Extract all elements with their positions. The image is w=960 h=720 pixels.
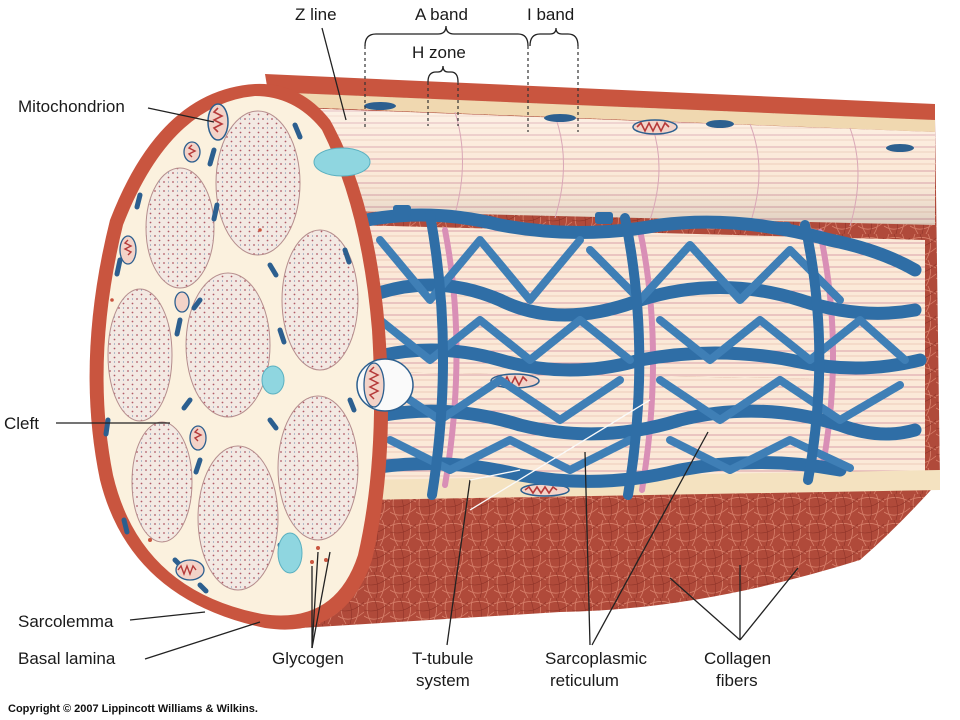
label-collagen-1: Collagen bbox=[704, 649, 771, 668]
label-a-band: A band bbox=[415, 5, 468, 24]
leader-lines bbox=[56, 107, 799, 660]
label-mitochondrion: Mitochondrion bbox=[18, 97, 125, 116]
nuclei bbox=[364, 102, 914, 152]
label-i-band: I band bbox=[527, 5, 574, 24]
label-t-tubule-1: T-tubule bbox=[412, 649, 473, 668]
label-t-tubule-2: system bbox=[416, 671, 470, 690]
labels: Z line A band I band H zone Mitochondrio… bbox=[4, 5, 771, 715]
glycogen-granules bbox=[261, 147, 371, 574]
i-band-bracket bbox=[529, 27, 579, 47]
a-band-bracket bbox=[364, 25, 529, 47]
label-sarcolemma: Sarcolemma bbox=[18, 612, 114, 631]
label-glycogen: Glycogen bbox=[272, 649, 344, 668]
label-z-line: Z line bbox=[295, 5, 337, 24]
t-tubule-network bbox=[338, 205, 927, 500]
band-brackets bbox=[321, 25, 579, 132]
cross-section bbox=[89, 83, 414, 630]
label-cleft: Cleft bbox=[4, 414, 39, 433]
label-basal-lamina: Basal lamina bbox=[18, 649, 116, 668]
copyright-notice: Copyright © 2007 Lippincott Williams & W… bbox=[8, 703, 258, 715]
h-zone-bracket bbox=[427, 65, 459, 83]
label-collagen-2: fibers bbox=[716, 671, 758, 690]
myofibril-cross-sections bbox=[107, 110, 359, 591]
label-sr-1: Sarcoplasmic bbox=[545, 649, 648, 668]
mitochondria-cross bbox=[119, 103, 414, 581]
sr-segments bbox=[103, 122, 357, 594]
sarcolemma-top bbox=[265, 74, 935, 120]
label-h-zone: H zone bbox=[412, 43, 466, 62]
label-sr-2: reticulum bbox=[550, 671, 619, 690]
